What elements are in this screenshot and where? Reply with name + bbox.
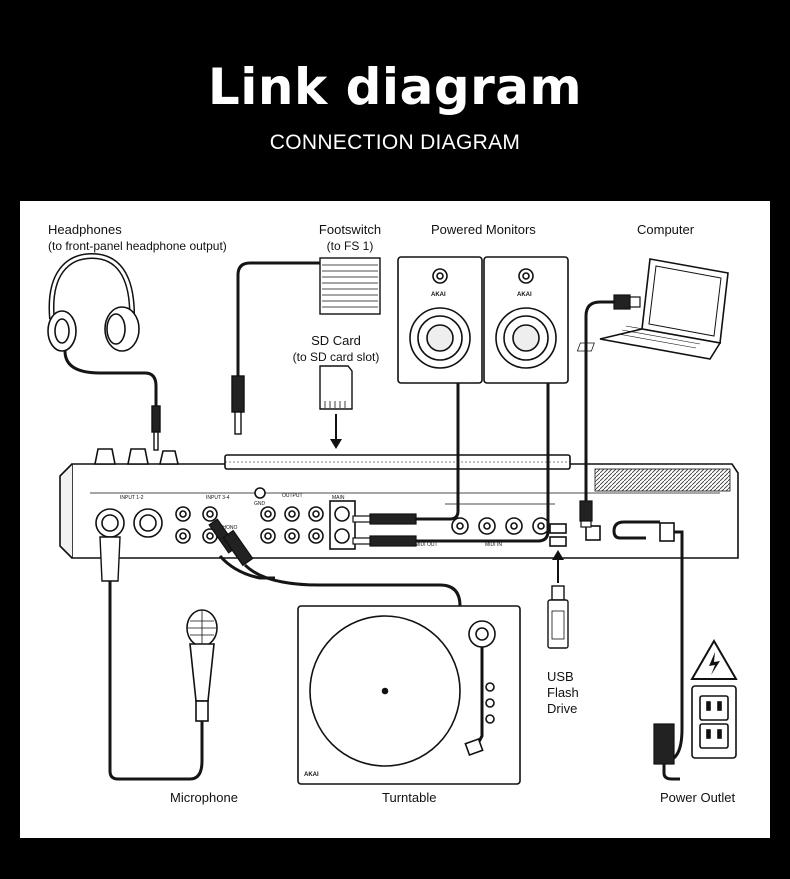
monitor-left-icon xyxy=(397,256,483,384)
monitor-right-brand: AKAI xyxy=(517,292,532,298)
laptop-icon xyxy=(576,258,729,360)
monitor-plugs xyxy=(352,513,417,547)
page-subtitle: CONNECTION DIAGRAM xyxy=(269,131,521,154)
power-outlet-icon xyxy=(691,685,737,759)
footswitch-note: (to FS 1) xyxy=(326,239,374,253)
marking-main: MAIN xyxy=(332,495,345,501)
marking-input-12: INPUT 1-2 xyxy=(120,495,144,501)
usb-flash-drive-icon xyxy=(547,585,569,649)
turntable-label: Turntable xyxy=(382,790,437,805)
computer-label: Computer xyxy=(637,222,695,237)
sd-card-note: (to SD card slot) xyxy=(292,350,380,364)
power-outlet-label: Power Outlet xyxy=(660,790,736,805)
usb-arrow-icon xyxy=(552,550,564,583)
rca-plugs xyxy=(208,518,254,567)
headphone-plug xyxy=(151,405,161,451)
computer-usb-plug xyxy=(579,294,641,528)
main-device xyxy=(59,448,739,559)
microphone-cable xyxy=(108,581,204,781)
marking-midi-out: MIDI OUT xyxy=(415,542,438,548)
footswitch-icon xyxy=(319,257,381,315)
microphone-label: Microphone xyxy=(170,790,238,805)
monitor-left-cable xyxy=(416,383,460,521)
high-voltage-warning-icon xyxy=(690,639,738,680)
powered-monitors-label: Powered Monitors xyxy=(431,222,536,237)
marking-output: OUTPUT xyxy=(282,493,303,499)
diagram-panel: INPUT 1-2 INPUT 3-4 OUTPUT MAIN GND MIDI… xyxy=(20,201,770,838)
headphones-icon xyxy=(47,252,140,352)
marking-gnd: GND xyxy=(254,501,266,507)
monitor-right-cable xyxy=(416,383,550,543)
turntable-cable-1 xyxy=(243,563,462,607)
turntable-brand: AKAI xyxy=(304,772,319,778)
xlr-plug xyxy=(99,536,121,582)
monitor-right-icon xyxy=(483,256,569,384)
usb-flash-drive-label-line3: Drive xyxy=(547,701,578,716)
headphone-cable xyxy=(63,350,158,406)
sd-card-icon xyxy=(319,365,353,410)
marking-midi-in: MIDI IN xyxy=(485,542,502,548)
footswitch-label: Footswitch xyxy=(318,222,382,237)
usb-flash-drive-label-line2: Flash xyxy=(547,685,579,700)
footswitch-cable xyxy=(236,261,320,376)
headphones-label: Headphones xyxy=(48,222,122,237)
connection-diagram: INPUT 1-2 INPUT 3-4 OUTPUT MAIN GND MIDI… xyxy=(47,252,739,785)
marking-phono: PHONO xyxy=(219,525,237,531)
headphones-note: (to front-panel headphone output) xyxy=(48,239,227,253)
turntable-cable-2 xyxy=(218,554,275,580)
power-cable-device xyxy=(612,520,660,540)
page-title: Link diagram xyxy=(207,58,583,116)
sd-card-label: SD Card xyxy=(311,333,361,348)
device-markings: INPUT 1-2 INPUT 3-4 OUTPUT MAIN GND MIDI… xyxy=(120,493,502,548)
usb-flash-drive-label-line1: USB xyxy=(547,669,574,684)
turntable-icon xyxy=(297,605,521,785)
microphone-icon xyxy=(186,609,218,722)
sd-arrow-icon xyxy=(330,414,342,449)
power-adapter-icon xyxy=(653,723,680,781)
computer-usb-cable xyxy=(584,300,630,501)
footswitch-plug xyxy=(231,375,245,435)
marking-input-34: INPUT 3-4 xyxy=(206,495,230,501)
monitor-left-brand: AKAI xyxy=(431,292,446,298)
